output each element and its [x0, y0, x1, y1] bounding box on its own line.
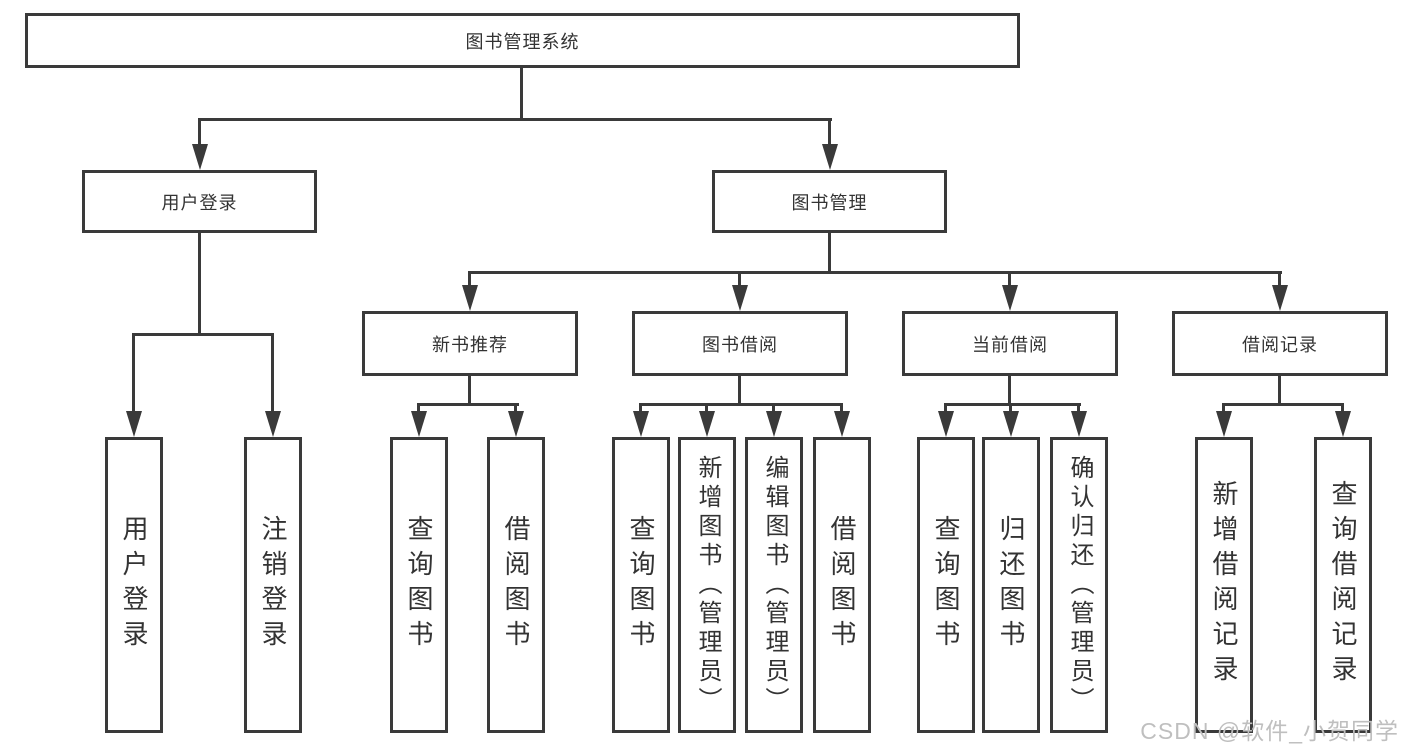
leaf-query-books-borrow-label: 查询图书: [626, 515, 656, 655]
arrowhead-down-icon: [411, 411, 427, 437]
connector-vline: [738, 272, 741, 287]
connector-vline: [514, 404, 517, 412]
leaf-logout-label: 注销登录: [258, 515, 288, 655]
leaf-edit-book-admin: 编辑图书（管理员）: [745, 437, 803, 733]
node-user-login-label: 用户登录: [161, 192, 238, 213]
arrowhead-down-icon: [822, 144, 838, 170]
leaf-query-borrow-record-label: 查询借阅记录: [1328, 480, 1358, 690]
node-book-borrow: 图书借阅: [632, 311, 848, 376]
arrowhead-down-icon: [1272, 285, 1288, 311]
arrowhead-down-icon: [938, 411, 954, 437]
watermark: CSDN @软件_小贺同学: [1140, 718, 1399, 744]
arrowhead-down-icon: [732, 285, 748, 311]
leaf-return-book-label: 归还图书: [996, 515, 1026, 655]
connector-vline: [417, 404, 420, 412]
arrowhead-down-icon: [192, 144, 208, 170]
arrowhead-down-icon: [1216, 411, 1232, 437]
arrowhead-down-icon: [1003, 411, 1019, 437]
connector-vline: [772, 404, 775, 412]
connector-hline: [944, 403, 1081, 406]
connector-vline: [1341, 404, 1344, 412]
arrowhead-down-icon: [265, 411, 281, 437]
connector-vline: [132, 334, 135, 411]
leaf-confirm-return-admin-label: 确认归还（管理员）: [1066, 454, 1093, 716]
node-new-book-recommend: 新书推荐: [362, 311, 578, 376]
arrowhead-down-icon: [1335, 411, 1351, 437]
node-current-borrow-label: 当前借阅: [972, 334, 1048, 355]
node-book-management-label: 图书管理: [791, 192, 868, 213]
leaf-user-login-label: 用户登录: [119, 515, 149, 655]
arrowhead-down-icon: [126, 411, 142, 437]
node-book-borrow-label: 图书借阅: [702, 334, 778, 355]
leaf-return-book: 归还图书: [982, 437, 1040, 733]
connector-vline: [520, 68, 523, 119]
leaf-user-login: 用户登录: [105, 437, 163, 733]
connector-hline: [1222, 403, 1344, 406]
leaf-query-books-borrow: 查询图书: [612, 437, 670, 733]
connector-vline: [828, 119, 831, 146]
arrowhead-down-icon: [766, 411, 782, 437]
connector-vline: [1009, 404, 1012, 412]
connector-vline: [198, 119, 201, 146]
connector-vline: [639, 404, 642, 412]
leaf-query-books-recommend-label: 查询图书: [404, 515, 434, 655]
node-root: 图书管理系统: [25, 13, 1020, 68]
leaf-add-borrow-record: 新增借阅记录: [1195, 437, 1253, 733]
connector-vline: [271, 334, 274, 411]
arrowhead-down-icon: [508, 411, 524, 437]
connector-vline: [738, 376, 741, 405]
arrowhead-down-icon: [633, 411, 649, 437]
leaf-borrow-books-recommend-label: 借阅图书: [501, 515, 531, 655]
leaf-logout: 注销登录: [244, 437, 302, 733]
leaf-borrow-books-recommend: 借阅图书: [487, 437, 545, 733]
connector-vline: [1278, 272, 1281, 287]
connector-vline: [198, 233, 201, 335]
connector-hline: [417, 403, 519, 406]
connector-vline: [840, 404, 843, 412]
arrowhead-down-icon: [834, 411, 850, 437]
node-current-borrow: 当前借阅: [902, 311, 1118, 376]
connector-hline: [132, 333, 274, 336]
connector-hline: [198, 118, 832, 121]
node-book-management: 图书管理: [712, 170, 947, 233]
leaf-add-book-admin-label: 新增图书（管理员）: [694, 454, 721, 716]
connector-vline: [1278, 376, 1281, 405]
connector-vline: [1222, 404, 1225, 412]
node-user-login: 用户登录: [82, 170, 317, 233]
leaf-confirm-return-admin: 确认归还（管理员）: [1050, 437, 1108, 733]
connector-vline: [944, 404, 947, 412]
leaf-add-book-admin: 新增图书（管理员）: [678, 437, 736, 733]
leaf-add-borrow-record-label: 新增借阅记录: [1209, 480, 1239, 690]
leaf-edit-book-admin-label: 编辑图书（管理员）: [761, 454, 788, 716]
connector-hline: [468, 271, 1282, 274]
arrowhead-down-icon: [699, 411, 715, 437]
arrowhead-down-icon: [1071, 411, 1087, 437]
leaf-query-books-current: 查询图书: [917, 437, 975, 733]
connector-vline: [1008, 376, 1011, 405]
connector-vline: [1008, 272, 1011, 287]
leaf-borrow-books: 借阅图书: [813, 437, 871, 733]
connector-hline: [639, 403, 843, 406]
node-root-label: 图书管理系统: [465, 31, 580, 52]
connector-vline: [468, 272, 471, 287]
node-borrow-records: 借阅记录: [1172, 311, 1388, 376]
node-new-book-recommend-label: 新书推荐: [432, 334, 508, 355]
connector-vline: [828, 233, 831, 273]
connector-vline: [705, 404, 708, 412]
node-borrow-records-label: 借阅记录: [1242, 334, 1318, 355]
connector-vline: [1077, 404, 1080, 412]
leaf-query-books-current-label: 查询图书: [931, 515, 961, 655]
arrowhead-down-icon: [462, 285, 478, 311]
leaf-borrow-books-label: 借阅图书: [827, 515, 857, 655]
leaf-query-books-recommend: 查询图书: [390, 437, 448, 733]
leaf-query-borrow-record: 查询借阅记录: [1314, 437, 1372, 733]
connector-vline: [468, 376, 471, 405]
arrowhead-down-icon: [1002, 285, 1018, 311]
